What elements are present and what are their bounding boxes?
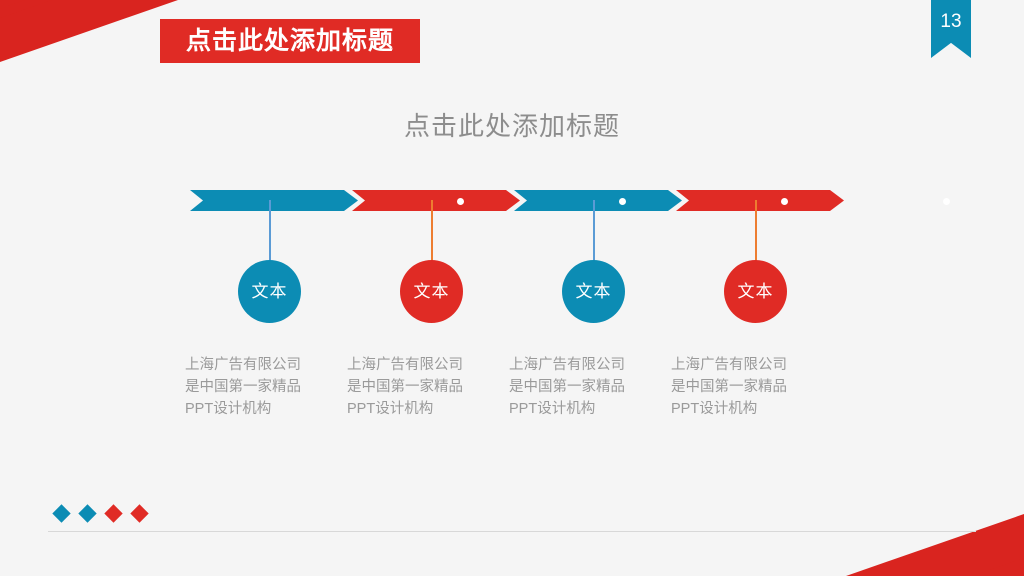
body-text-column-4[interactable]: 上海广告有限公司 是中国第一家精品 PPT设计机构 — [671, 354, 831, 420]
body-text-line: PPT设计机构 — [185, 401, 272, 417]
chevron-step-1[interactable] — [190, 190, 358, 211]
page-number-ribbon: 13 — [931, 0, 971, 58]
body-text-column-1[interactable]: 上海广告有限公司 是中国第一家精品 PPT设计机构 — [185, 354, 345, 420]
body-text-line: 上海广告有限公司 — [509, 357, 625, 373]
node-circle-4[interactable]: 文本 — [724, 260, 787, 323]
diamond-icon — [78, 504, 97, 523]
page-number-text: 13 — [940, 11, 962, 32]
chevron-step-4[interactable] — [676, 190, 844, 211]
body-text-line: 是中国第一家精品 — [185, 379, 301, 395]
timeline-chevron-band — [190, 190, 844, 211]
node-circle-label-1: 文本 — [251, 282, 288, 301]
body-text-line: PPT设计机构 — [347, 401, 434, 417]
body-text-line: 上海广告有限公司 — [671, 357, 787, 373]
body-text-column-3[interactable]: 上海广告有限公司 是中国第一家精品 PPT设计机构 — [509, 354, 669, 420]
body-text-line: 是中国第一家精品 — [347, 379, 463, 395]
node-circle-3[interactable]: 文本 — [562, 260, 625, 323]
footer-diamond-group — [52, 504, 155, 524]
body-text-line: PPT设计机构 — [509, 401, 596, 417]
diamond-icon — [130, 504, 149, 523]
chevron-dot-1 — [457, 197, 464, 205]
chevron-dot-4 — [943, 197, 950, 205]
diamond-icon — [52, 504, 71, 523]
connector-line-3 — [593, 200, 595, 262]
slide-title-box[interactable]: 点击此处添加标题 — [160, 19, 420, 63]
body-text-line: 上海广告有限公司 — [347, 357, 463, 373]
body-text-line: PPT设计机构 — [671, 401, 758, 417]
top-left-triangle-decoration — [0, 0, 178, 62]
body-text-line: 是中国第一家精品 — [671, 379, 787, 395]
footer-divider-line — [48, 531, 976, 532]
body-text-line: 上海广告有限公司 — [185, 357, 301, 373]
connector-line-4 — [755, 200, 757, 262]
node-circle-label-4: 文本 — [737, 282, 774, 301]
chevron-dot-layer — [190, 190, 950, 211]
body-text-column-2[interactable]: 上海广告有限公司 是中国第一家精品 PPT设计机构 — [347, 354, 507, 420]
chevron-step-3[interactable] — [514, 190, 682, 211]
body-text-line: 是中国第一家精品 — [509, 379, 625, 395]
bottom-right-triangle-decoration — [846, 514, 1024, 576]
slide-subtitle[interactable]: 点击此处添加标题 — [403, 111, 620, 141]
diamond-icon — [104, 504, 123, 523]
slide-title-text: 点击此处添加标题 — [185, 26, 394, 55]
node-circle-label-2: 文本 — [413, 282, 450, 301]
node-circle-1[interactable]: 文本 — [238, 260, 301, 323]
chevron-step-2[interactable] — [352, 190, 520, 211]
node-circle-label-3: 文本 — [575, 282, 612, 301]
node-circle-2[interactable]: 文本 — [400, 260, 463, 323]
chevron-dot-3 — [781, 197, 788, 205]
chevron-dot-2 — [619, 197, 626, 205]
connector-line-2 — [431, 200, 433, 262]
connector-line-1 — [269, 200, 271, 262]
